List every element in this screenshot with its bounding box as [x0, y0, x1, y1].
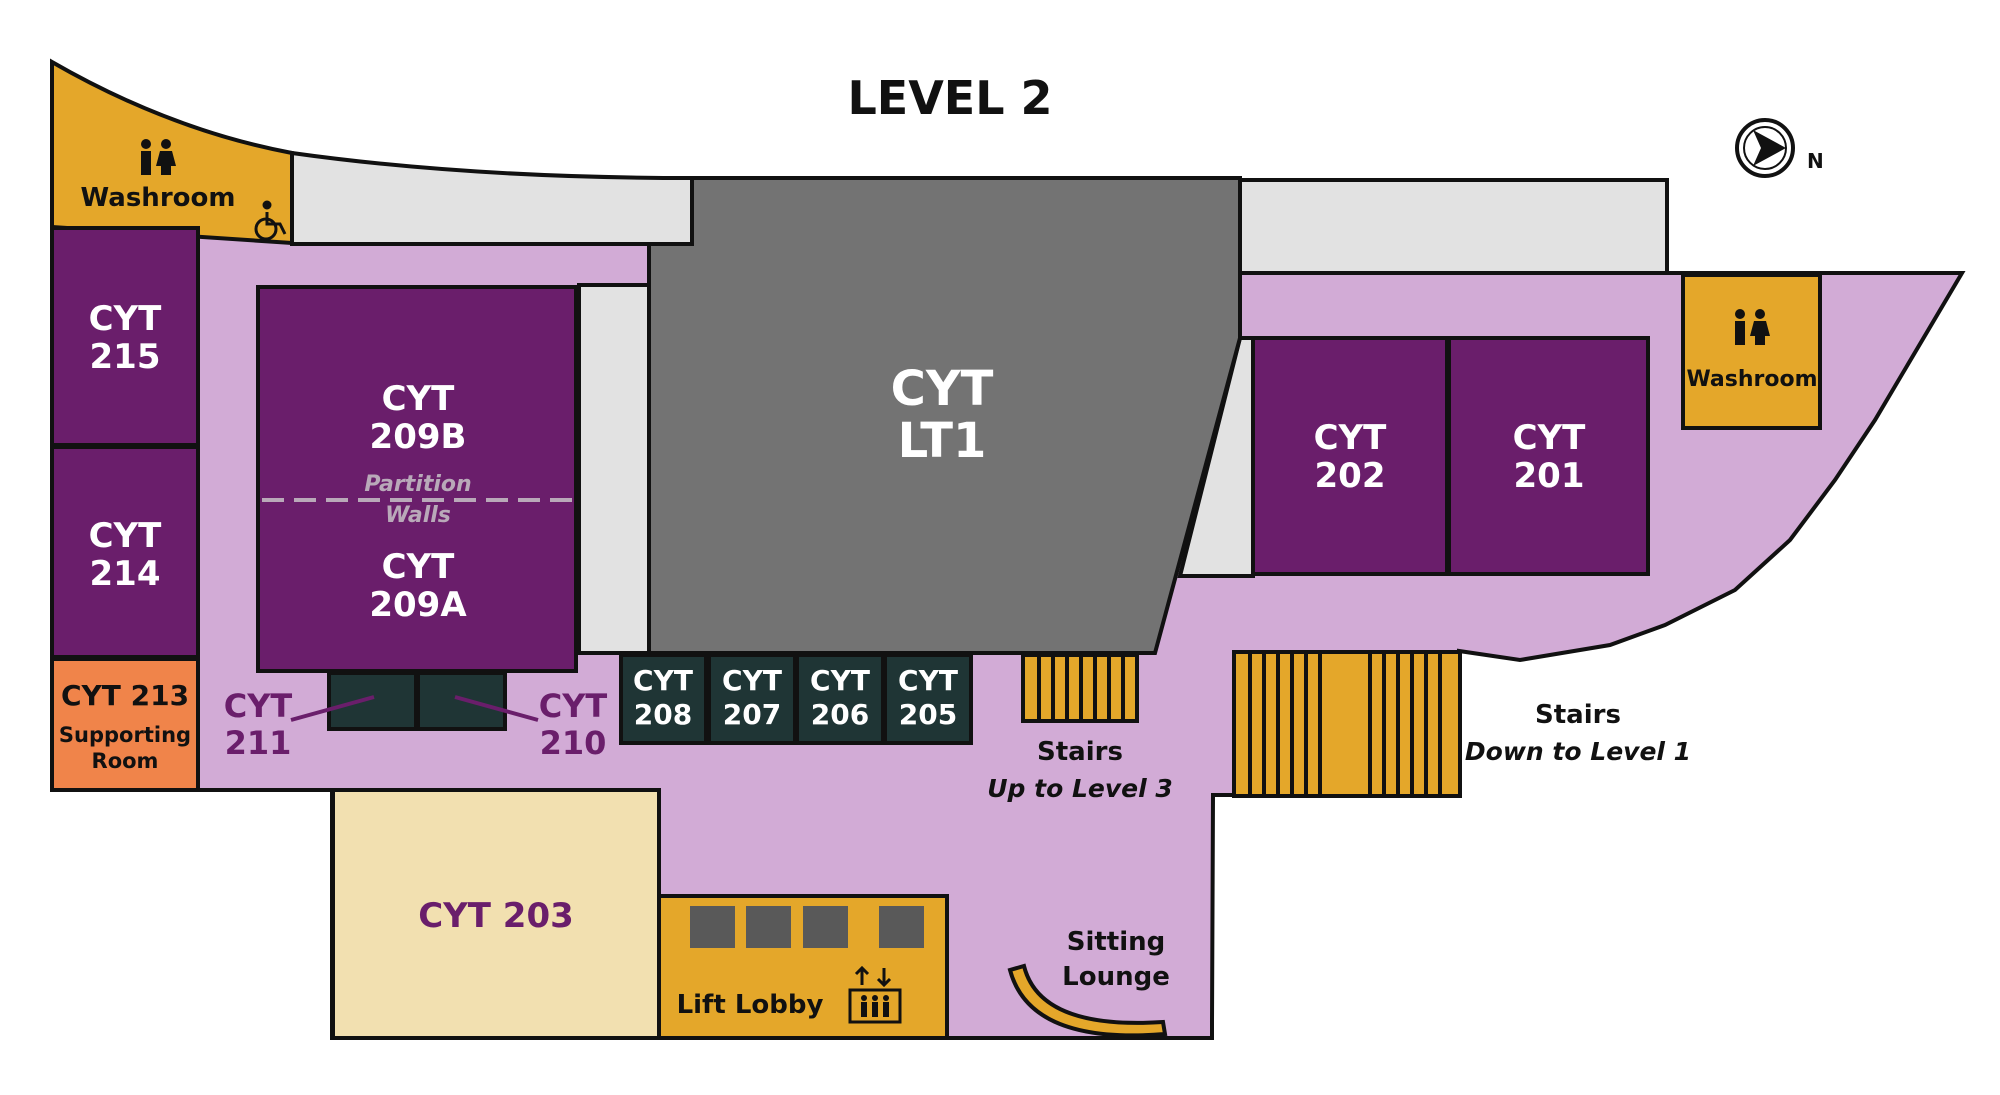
- sitting-lounge-line1: Sitting: [1067, 927, 1166, 957]
- cyt215-line2: 215: [90, 337, 161, 377]
- wheelchair-icon: [254, 200, 287, 241]
- cyt201-line1: CYT: [1513, 418, 1587, 458]
- void-top-right: [1238, 178, 1669, 275]
- stairs-down-line2: Down to Level 1: [1465, 737, 1691, 766]
- void-left-of-lt1: [577, 283, 651, 655]
- cyt210-line1: CYT: [539, 687, 608, 725]
- cyt201-line2: 201: [1514, 456, 1585, 496]
- cyt208-line1: CYT: [633, 664, 693, 697]
- cyt202-line2: 202: [1315, 456, 1386, 496]
- cyt205-line2: 205: [899, 698, 957, 731]
- room-cyt210: [416, 671, 507, 731]
- lift-car-2: [746, 906, 791, 948]
- partition-line1: Partition: [364, 472, 471, 497]
- restroom-icon: [1735, 309, 1770, 345]
- cyt203-label: CYT 203: [418, 896, 574, 936]
- cyt205-line1: CYT: [898, 664, 958, 697]
- elevator-icon: [848, 965, 902, 1024]
- cyt209a-line1: CYT: [382, 547, 456, 587]
- room-cyt207: [707, 653, 797, 745]
- room-cyt203: [331, 788, 661, 1040]
- sitting-lounge-bench: [1007, 963, 1168, 1038]
- room-cyt206: [795, 653, 885, 745]
- washroom-right-area: [1681, 273, 1822, 430]
- room-cyt205: [883, 653, 973, 745]
- lt1-line1: CYT: [891, 361, 994, 417]
- stairs-down-graphic: [1232, 650, 1462, 798]
- cyt209a-line2: 209A: [369, 585, 467, 625]
- cyt202-line1: CYT: [1314, 418, 1388, 458]
- lift-car-4: [879, 906, 924, 948]
- cyt211-line1: CYT: [224, 687, 293, 725]
- stairs-up-line1: Stairs: [1037, 737, 1123, 767]
- cyt208-line2: 208: [634, 698, 692, 731]
- room-cyt209: [256, 285, 578, 673]
- cyt213-line2: Supporting: [59, 723, 191, 747]
- stairs-down-line1: Stairs: [1535, 700, 1621, 730]
- cyt210-line2: 210: [540, 724, 607, 762]
- void-top-left: [290, 150, 694, 246]
- cyt207-line2: 207: [723, 698, 781, 731]
- lift-car-1: [690, 906, 735, 948]
- lift-car-3: [803, 906, 848, 948]
- restroom-icon: [141, 139, 176, 175]
- cyt206-line1: CYT: [810, 664, 870, 697]
- cyt214-line2: 214: [90, 554, 161, 594]
- sitting-lounge-line2: Lounge: [1062, 962, 1170, 992]
- compass-label: N: [1807, 149, 1824, 173]
- compass-icon: [1735, 118, 1795, 178]
- cyt211-line2: 211: [225, 724, 292, 762]
- cyt215-line1: CYT: [89, 299, 163, 339]
- cyt214-line1: CYT: [89, 516, 163, 556]
- cyt213-line1: CYT 213: [61, 679, 189, 712]
- stairs-up-line2: Up to Level 3: [987, 774, 1173, 803]
- room-cyt208: [619, 653, 708, 745]
- map-title: LEVEL 2: [847, 71, 1052, 125]
- washroom-right-label: Washroom: [1686, 367, 1817, 392]
- lift-lobby-label: Lift Lobby: [677, 990, 824, 1020]
- room-cyt201: [1447, 336, 1650, 576]
- room-cyt213: [50, 657, 200, 792]
- cyt206-line2: 206: [811, 698, 869, 731]
- cyt207-line1: CYT: [722, 664, 782, 697]
- lt1-line2: LT1: [898, 413, 987, 469]
- room-cyt211: [327, 671, 418, 731]
- cyt209b-line2: 209B: [370, 417, 467, 457]
- cyt210-pointer: [454, 695, 539, 722]
- washroom-left-label: Washroom: [81, 183, 236, 213]
- cyt209b-line1: CYT: [382, 379, 456, 419]
- cyt211-pointer: [290, 695, 375, 722]
- stairs-up-graphic: [1021, 653, 1139, 723]
- cyt213-line3: Room: [92, 749, 159, 773]
- partition-line2: Walls: [385, 503, 451, 528]
